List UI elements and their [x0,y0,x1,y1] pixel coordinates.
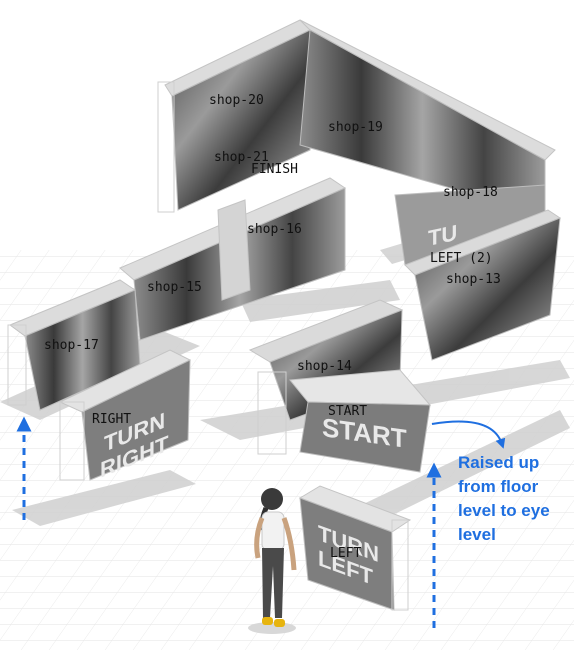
label-left: LEFT [330,546,361,561]
annotation-text: Raised up from floor level to eye level [458,453,550,544]
shop-row-back [157,19,556,266]
label-start: START [328,404,367,419]
label-shop-17: shop-17 [44,338,99,353]
annotation-line1: Raised up [458,453,539,472]
label-left-2: LEFT (2) [430,251,493,266]
label-shop-16: shop-16 [247,222,302,237]
turn-right-sign: TURN RIGHT [58,349,192,483]
shop-17-panel [7,279,141,411]
annotation-line2: from floor [458,477,539,496]
label-shop-20: shop-20 [209,93,264,108]
label-shop-15: shop-15 [147,280,202,295]
label-finish: FINISH [251,162,298,177]
shop-13-panel [404,209,562,361]
annotation-line4: level [458,525,496,544]
label-shop-18: shop-18 [443,185,498,200]
start-sign: START [257,369,432,473]
label-shop-19: shop-19 [328,120,383,135]
shop-row-middle [119,177,347,341]
label-right: RIGHT [92,412,131,427]
annotation-curve-arrow [431,420,506,449]
person-figure [248,488,297,634]
turn-left-sign: TURN LEFT [298,485,412,611]
label-shop-13: shop-13 [446,272,501,287]
annotation-line3: level to eye [458,501,550,520]
label-shop-14: shop-14 [297,359,352,374]
label-shop-21: shop-21 [214,150,269,165]
map-labels: shop-20 shop-19 shop-21 FINISH shop-18 s… [44,93,501,561]
